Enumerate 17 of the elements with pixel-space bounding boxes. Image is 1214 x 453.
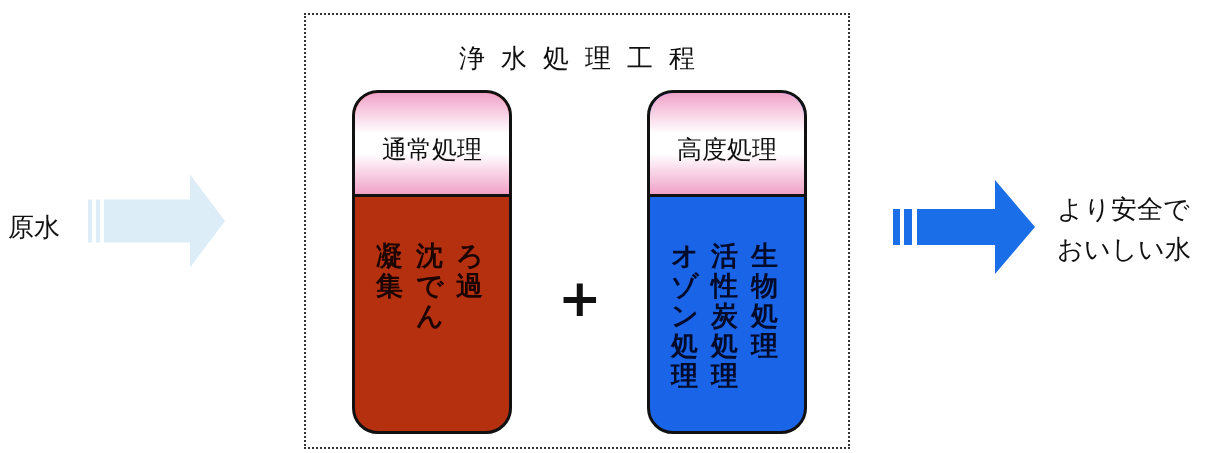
plus-sign: + [558, 268, 602, 328]
output-label: より安全でおいしい水 [1057, 190, 1195, 270]
capsule-heading: 高度処理 [676, 135, 778, 165]
input-label: 原水 [8, 208, 60, 248]
vertical-text: 生物処理 [750, 241, 780, 361]
vertical-text: 活性炭処理 [710, 241, 740, 391]
treatment-capsule [647, 90, 807, 434]
vertical-text: オゾン処理 [670, 241, 700, 391]
block-arrow [88, 174, 225, 268]
process-frame [304, 13, 850, 449]
capsule-heading: 通常処理 [381, 135, 483, 165]
vertical-text: ろ過 [455, 241, 485, 301]
vertical-text: 沈でん [415, 241, 445, 331]
frame-title: 浄水処理工程 [458, 43, 712, 75]
vertical-text: 凝集 [375, 241, 405, 301]
block-arrow [893, 180, 1035, 274]
treatment-capsule [352, 90, 512, 434]
